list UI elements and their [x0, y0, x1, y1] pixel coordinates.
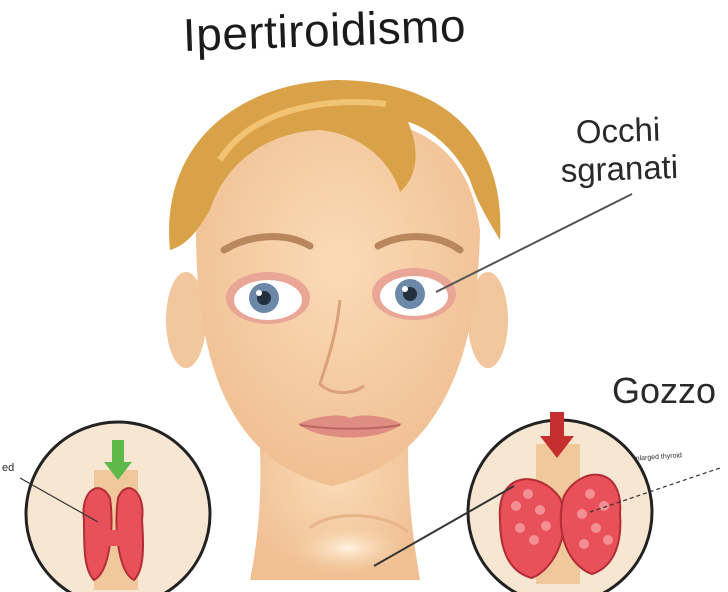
normal-thyroid-isthmus — [104, 530, 126, 546]
enlarged-thyroid-inset — [468, 412, 720, 592]
right-eye-shine — [402, 286, 408, 292]
left-eye-shine — [256, 290, 262, 296]
normal-thyroid-inset — [20, 422, 210, 592]
neck-goiter-swelling — [286, 522, 410, 574]
